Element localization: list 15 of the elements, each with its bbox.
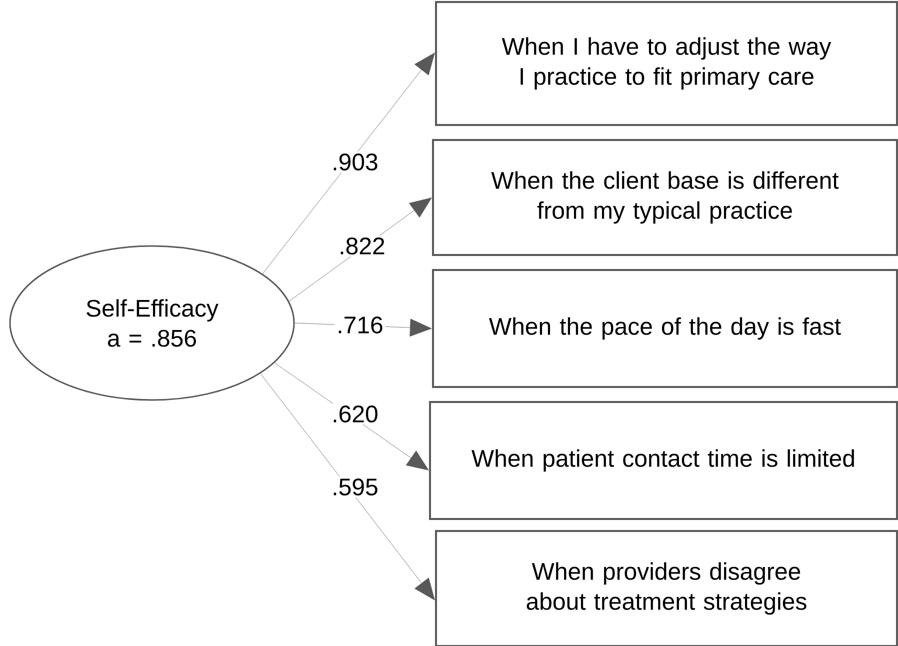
arrow	[260, 373, 435, 600]
edge-label: .716	[334, 314, 386, 336]
arrow	[288, 198, 432, 302]
indicator-box: When the client base is different from my typical practice	[432, 139, 898, 256]
arrow	[262, 52, 435, 274]
edge-label: .903	[330, 152, 380, 172]
indicator-box: When the pace of the day is fast	[432, 269, 898, 388]
arrow	[294, 318, 432, 337]
indicator-box: When I have to adjust the way I practice to fit primary care	[435, 1, 898, 126]
indicator-box: When providers disagree about treatment strategies	[435, 530, 898, 646]
edge-label: .822	[336, 236, 388, 256]
arrow	[274, 362, 429, 470]
edge-label: .595	[330, 476, 380, 498]
indicator-box: When patient contact time is limited	[429, 401, 898, 520]
edge-label: .620	[330, 404, 380, 424]
